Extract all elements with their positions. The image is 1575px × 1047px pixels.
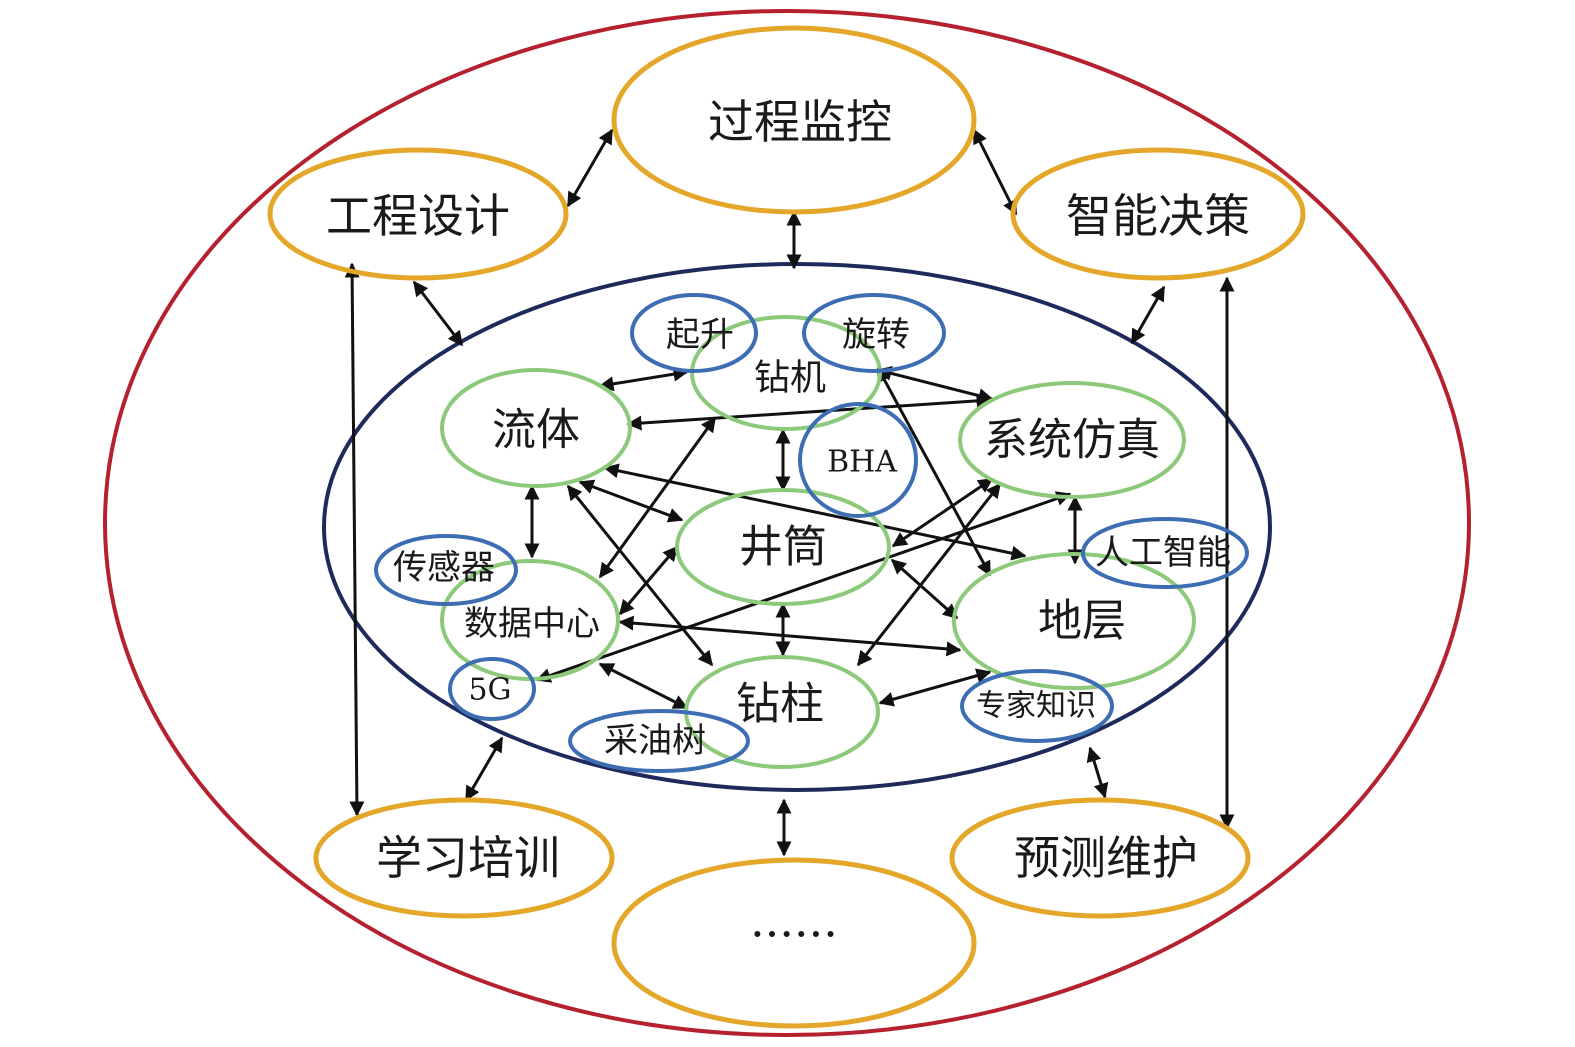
- support-node-5g[interactable]: 5G: [448, 657, 536, 721]
- node-label: 工程设计: [326, 189, 510, 243]
- node-label: 过程监控: [708, 95, 892, 149]
- connection-arrows: [344, 128, 1235, 857]
- node-label: 智能决策: [1066, 189, 1250, 243]
- node-label: 流体: [492, 405, 580, 456]
- arrow-intelligent-decision-to-inner-system: [1130, 285, 1166, 345]
- node-label: 数据中心: [464, 604, 600, 644]
- app-node-more[interactable]: ······: [611, 857, 977, 1029]
- arrow-fluid-to-wellbore: [578, 479, 684, 523]
- support-node-expert-knowledge[interactable]: 专家知识: [960, 669, 1114, 743]
- node-label: 专家知识: [976, 689, 1096, 724]
- node-label: 钻机: [754, 358, 826, 399]
- support-node-rotation[interactable]: 旋转: [802, 293, 946, 373]
- arrow-drilling-rig-to-system-simulation: [876, 366, 994, 403]
- arrow-drill-string-to-formation: [878, 668, 992, 707]
- support-node-hoisting[interactable]: 起升: [630, 293, 758, 373]
- node-label: BHA: [827, 445, 897, 480]
- arrow-engineering-design-to-inner-system: [412, 280, 464, 347]
- arrow-engineering-design-to-process-monitoring: [566, 128, 614, 208]
- arrow-data-center-to-formation: [618, 615, 962, 657]
- arrow-drilling-rig-to-data-center: [598, 416, 717, 579]
- core-node-fluid[interactable]: 流体: [440, 368, 632, 488]
- node-label: 系统仿真: [984, 415, 1160, 466]
- node-label: 学习培训: [376, 831, 560, 885]
- arrow-data-center-to-drill-string: [598, 662, 689, 710]
- arrow-wellbore-to-data-center: [618, 545, 679, 616]
- node-label: 起升: [666, 315, 734, 355]
- node-label: 预测维护: [1014, 831, 1198, 885]
- arrow-fluid-to-drilling-rig: [598, 366, 689, 392]
- core-node-system-simulation[interactable]: 系统仿真: [958, 381, 1186, 499]
- node-label: 5G: [468, 673, 511, 708]
- node-label: 人工智能: [1095, 533, 1231, 573]
- node-label: 地层: [1038, 596, 1126, 647]
- outer-boundary-ring: [103, 9, 1471, 1037]
- support-node-ai[interactable]: 人工智能: [1081, 517, 1249, 589]
- core-node-formation[interactable]: 地层: [952, 552, 1196, 690]
- arrow-fluid-to-system-simulation: [626, 393, 992, 431]
- support-node-sensor[interactable]: 传感器: [374, 534, 518, 606]
- core-node-data-center[interactable]: 数据中心: [440, 559, 620, 681]
- arrow-learning-training-to-inner-system: [464, 736, 504, 802]
- support-node-christmas-tree[interactable]: 采油树: [568, 709, 750, 773]
- arrow-predictive-maintenance-to-inner-system: [1086, 746, 1109, 799]
- app-node-intelligent-decision[interactable]: 智能决策: [1010, 147, 1306, 281]
- node-label: 钻柱: [736, 679, 824, 730]
- app-node-process-monitoring[interactable]: 过程监控: [611, 25, 977, 215]
- app-node-engineering-design[interactable]: 工程设计: [267, 147, 569, 281]
- core-node-drill-string[interactable]: 钻柱: [684, 655, 880, 769]
- app-node-learning-training[interactable]: 学习培训: [313, 797, 615, 919]
- node-label: 采油树: [604, 721, 706, 761]
- arrow-engineering-design-to-learning-training: [344, 262, 365, 817]
- core-node-wellbore[interactable]: 井筒: [675, 488, 891, 606]
- node-label: 传感器: [393, 548, 495, 588]
- support-node-bha[interactable]: BHA: [798, 402, 918, 518]
- core-node-drilling-rig[interactable]: 钻机: [690, 315, 882, 431]
- node-label: 井筒: [739, 522, 827, 573]
- app-node-predictive-maintenance[interactable]: 预测维护: [949, 797, 1251, 919]
- node-label: ······: [750, 907, 838, 961]
- arrow-process-monitoring-to-intelligent-decision: [972, 128, 1018, 216]
- node-label: 旋转: [842, 315, 910, 355]
